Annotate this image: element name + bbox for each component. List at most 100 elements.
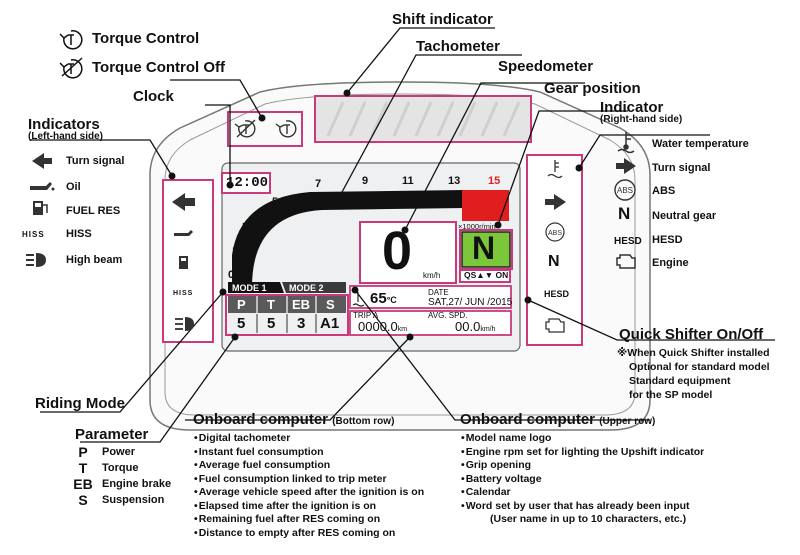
heading-indicators-left: Indicators [28,116,100,133]
param-header-dividers [256,296,317,313]
oil-icon [30,182,55,191]
heading-parameter: Parameter [75,426,149,443]
onboard-lower-box [349,310,512,336]
param-head-p: P [237,297,246,312]
left-indicator-hiss: HISS [66,228,92,240]
param-val-s: A1 [320,315,340,332]
list-item: Instant fuel consumption [194,446,424,460]
param-val-eb: 3 [297,315,306,332]
temp-readout: 65°C [370,290,397,307]
dash-hiss-label: HISS [173,290,194,297]
onboard-upper-list: Model name logo Engine rpm set for light… [461,432,705,514]
heading-riding-mode: Riding Mode [35,395,125,412]
param-value-dividers [256,314,317,333]
callout-lines [30,27,775,443]
torque-control-icon-legend [59,30,83,50]
param-val-t: 5 [267,315,276,332]
svg-text:ABS: ABS [617,186,633,195]
dash-abs-icon: ABS [545,222,565,242]
heading-onboard-upper: Onboard computer (Upper row) [460,411,656,428]
onboard-bottom-list: Digital tachometer Instant fuel consumpt… [194,432,424,540]
heading-clock: Clock [133,88,174,105]
qs-status: QS▲▼ ON [464,270,509,280]
tach-tick-15: 15 [488,175,501,187]
list-item: Word set by user that has already been i… [461,500,704,514]
qs-note-1: ※When Quick Shifter installed [617,347,770,359]
svg-text:ABS: ABS [548,230,562,237]
param-val-p: 5 [237,315,246,332]
neutral-icon: N [618,204,631,223]
left-indicator-oil: Oil [66,181,81,193]
right-indicator-hesd: HESD [652,234,683,246]
mode-tab-2 [282,282,346,293]
avg-speed-value: 00.0km/h [455,319,496,334]
tach-tick-13: 13 [448,175,461,187]
qs-note-2: Optional for standard model [629,361,770,373]
param-head-eb: EB [292,297,311,312]
water-temperature-icon [617,132,635,154]
left-indicator-fuel-res: FUEL RES [66,205,121,217]
torque-control-icon-dash [275,120,297,138]
shift-indicator-stripes [326,101,521,137]
param-head-s: S [326,297,335,312]
dash-turn-left-icon [172,193,195,211]
right-indicator-engine: Engine [652,257,689,269]
heading-indicator-right: Indicator [600,99,664,116]
mode-tab-1 [228,282,284,293]
hesd-icon: HESD [614,236,642,247]
left-indicator-high-beam: High beam [66,254,123,266]
dash-oil-icon [174,230,193,236]
right-indicator-panel [526,154,583,346]
tach-tick-3: 3 [242,221,249,233]
mode-2-label: MODE 2 [289,283,324,293]
speed-readout: 0 [382,221,413,281]
list-item: Elapsed time after the ignition is on [194,500,424,514]
dash-high-beam-icon [175,317,194,331]
heading-indicators-left-sub: (Left-hand side) [28,131,103,142]
turn-signal-left-icon [32,153,52,169]
dash-fuel-icon [179,256,188,269]
heading-speedometer: Speedometer [498,58,594,75]
riding-mode-box [225,294,349,336]
onboard-upper-box [349,285,512,309]
param-head-t: T [267,297,275,312]
heading-tachometer: Tachometer [416,38,500,55]
qs-note-4: for the SP model [629,389,713,401]
torque-indicator-box [227,111,303,147]
high-beam-icon [26,253,46,267]
list-item: Grip opening [461,459,704,473]
list-item: Digital tachometer [194,432,424,446]
hiss-icon: HISS [22,230,45,239]
speed-unit: km/h [423,271,441,280]
tach-tick-9: 9 [362,175,369,187]
turn-signal-right-icon [616,158,636,174]
right-indicator-abs: ABS [652,185,676,197]
list-item: Distance to empty after RES coming on [194,527,424,541]
left-indicator-turn-signal: Turn signal [66,155,125,167]
tachometer-bar [232,190,465,287]
date-value: SAT,27/ JUN /2015 [428,297,513,308]
legend-torque-control: Torque Control [92,30,200,47]
heading-shift-indicator: Shift indicator [392,11,493,28]
right-indicator-turn-signal: Turn signal [652,162,711,174]
dash-water-temp-icon [547,160,563,179]
list-item: Calendar [461,486,704,500]
right-indicator-neutral: Neutral gear [652,210,717,222]
fuel-icon [33,201,48,215]
qs-note-3: Standard equipment [629,375,731,387]
list-item: Battery voltage [461,473,704,487]
trip-value: 0000.0km [358,319,408,334]
list-item: Engine rpm set for lighting the Upshift … [461,446,705,460]
rpm-unit: ×1000r/min [458,222,496,231]
avg-speed-label: AVG. SPD. [428,311,468,320]
mode-1-label: MODE 1 [232,283,267,293]
legend-torque-control-off: Torque Control Off [92,59,226,76]
dash-neutral-label: N [548,253,560,270]
tach-tick-11: 11 [402,175,414,187]
torque-control-off-icon-legend [59,57,83,79]
